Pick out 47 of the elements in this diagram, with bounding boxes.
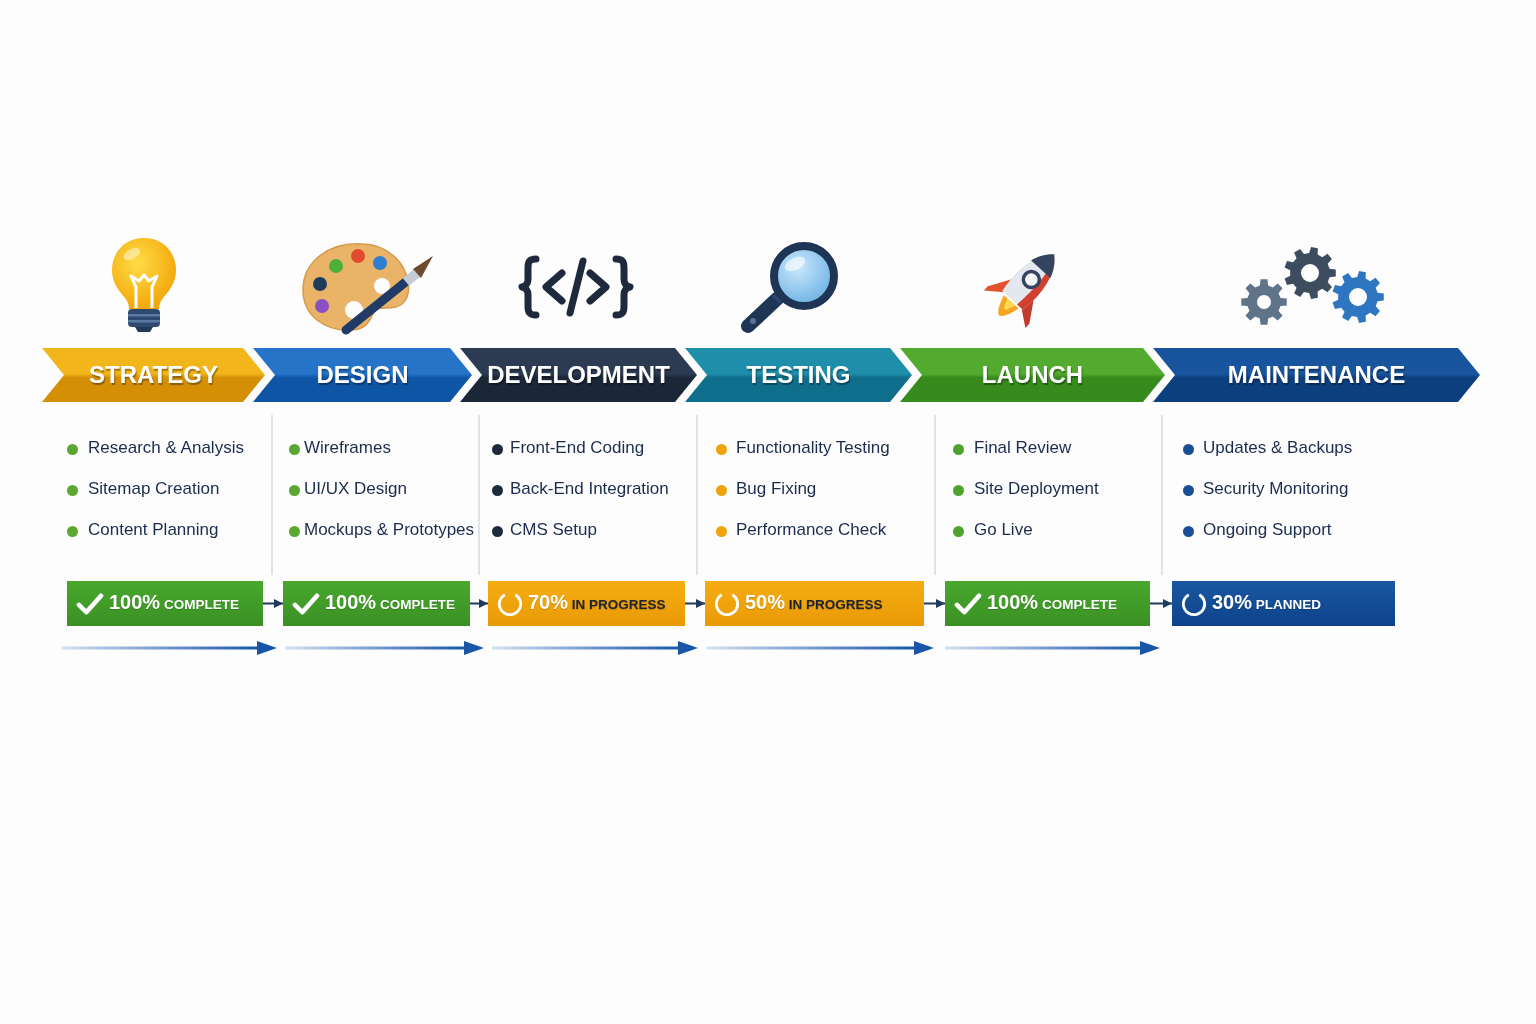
status-badge [705, 581, 924, 626]
process-step [685, 348, 912, 402]
task-item: Final Review [974, 437, 1072, 459]
task-item: CMS Setup [510, 519, 597, 541]
arrow [923, 599, 946, 608]
task-item: Updates & Backups [1203, 437, 1353, 459]
process-step [42, 348, 265, 402]
task-item: Research & Analysis [88, 437, 244, 459]
task-item: Go Live [974, 519, 1033, 541]
process-step [460, 348, 697, 402]
task-item: Content Planning [88, 519, 219, 541]
task-item: Security Monitoring [1203, 478, 1349, 500]
status-badge [67, 581, 263, 626]
status-text: 100% COMPLETE [325, 590, 455, 615]
phase-title: MAINTENANCE [1227, 361, 1406, 389]
phase-title: DEVELOPMENT [487, 361, 670, 389]
arrow [684, 599, 706, 608]
status-badge [283, 581, 470, 626]
phase-title: DESIGN [316, 361, 409, 389]
status-text: 50% IN PROGRESS [745, 590, 883, 615]
arrow [262, 599, 284, 608]
arrow [469, 599, 489, 608]
process-step [1153, 348, 1480, 402]
arrow [1149, 599, 1173, 608]
task-item: Mockups & Prototypes [304, 519, 475, 541]
task-item: Ongoing Support [1203, 519, 1332, 541]
task-item: Sitemap Creation [88, 478, 220, 500]
process-step [253, 348, 472, 402]
status-badge [945, 581, 1150, 626]
status-badge [488, 581, 685, 626]
phase-title: LAUNCH [981, 361, 1084, 389]
task-item: UI/UX Design [304, 478, 407, 500]
status-text: 70% IN PROGRESS [528, 590, 666, 615]
status-text: 30% PLANNED [1212, 590, 1322, 615]
status-badge [1172, 581, 1395, 626]
task-item: Bug Fixing [736, 478, 817, 500]
task-item: Front-End Coding [510, 437, 645, 459]
status-text: 100% COMPLETE [109, 590, 239, 615]
process-step [900, 348, 1165, 402]
task-item: Back-End Integration [510, 478, 669, 500]
task-item: Wireframes [304, 437, 391, 459]
task-item: Site Deployment [974, 478, 1099, 500]
phase-title: TESTING [746, 361, 851, 389]
status-text: 100% COMPLETE [987, 590, 1117, 615]
task-item: Performance Check [736, 519, 887, 541]
phase-title: STRATEGY [89, 361, 218, 389]
task-item: Functionality Testing [736, 437, 890, 459]
